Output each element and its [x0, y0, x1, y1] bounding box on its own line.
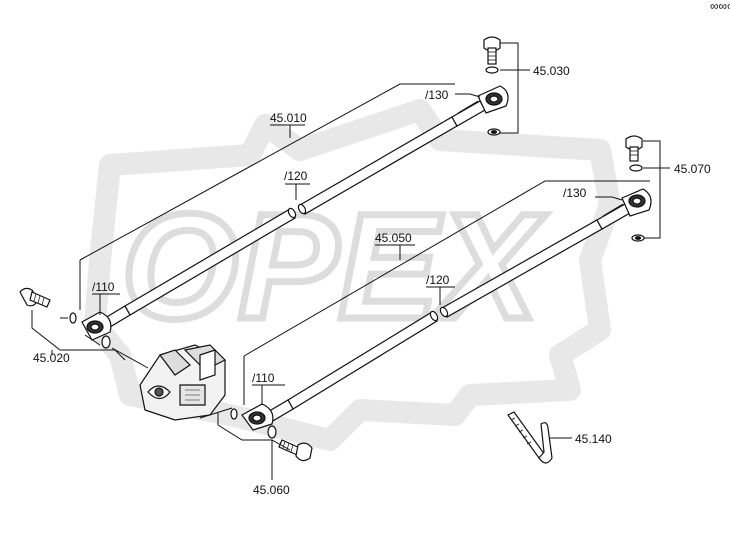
- upper-banjo-fitting-130: [477, 85, 509, 114]
- label-lower-120: /120: [426, 273, 450, 287]
- label-45010: 45.010: [270, 111, 307, 125]
- callout-45050: [243, 180, 650, 405]
- label-lower-130: /130: [563, 186, 587, 200]
- label-upper-130: /130: [425, 88, 449, 102]
- callout-lower-130: [595, 196, 623, 201]
- lower-rod-assembly: [241, 188, 652, 431]
- callout-45030-bracket: [500, 42, 530, 134]
- watermark-gear-outline: [84, 99, 621, 451]
- callout-lower-120: [426, 286, 455, 305]
- washer-45020-a: [69, 312, 77, 324]
- label-45020: 45.020: [33, 351, 70, 365]
- washer-45060-a: [230, 408, 238, 420]
- callout-45070-bracket: [643, 140, 670, 239]
- upper-rod-thread-top: [451, 100, 486, 127]
- label-45030: 45.030: [533, 64, 570, 78]
- callout-upper-110: [92, 293, 120, 315]
- watermark-text: OPEX: [122, 182, 547, 350]
- bolt-45030-group: [483, 36, 501, 136]
- cable-tie-45140: [507, 411, 553, 464]
- washer-45030-top: [485, 66, 499, 74]
- lower-banjo-fitting-130: [621, 188, 652, 217]
- callout-45010: [79, 83, 455, 310]
- steering-cylinder-body: [139, 344, 227, 421]
- callout-lower-110: [252, 384, 285, 405]
- corner-mark: ∞∞∞: [710, 0, 730, 13]
- bolt-45070-group: [625, 135, 645, 242]
- bolt-45060-group: [230, 408, 313, 462]
- washer-45020-b: [101, 335, 111, 349]
- label-upper-120: /120: [284, 169, 308, 183]
- washer-45060-b: [267, 425, 277, 439]
- callout-upper-120: [285, 183, 310, 200]
- watermark: OPEX: [84, 99, 621, 451]
- lower-banjo-fitting-110: [241, 403, 274, 431]
- bolt-45020-group: [19, 287, 111, 349]
- callout-45020-bracket: [31, 310, 126, 361]
- label-45070: 45.070: [674, 162, 711, 176]
- label-45140: 45.140: [575, 432, 612, 446]
- callout-upper-130: [455, 93, 481, 98]
- label-45050: 45.050: [375, 231, 412, 245]
- label-lower-110: /110: [252, 371, 275, 385]
- upper-rod-assembly: [81, 85, 509, 341]
- label-upper-110: /110: [92, 280, 115, 294]
- upper-banjo-fitting-110: [81, 311, 112, 341]
- assembly-leaders: [111, 347, 233, 419]
- bolt-head-45060: [295, 442, 313, 462]
- washer-45070-top: [629, 164, 643, 172]
- callout-45060-bracket: [217, 412, 291, 480]
- label-45060: 45.060: [253, 483, 290, 497]
